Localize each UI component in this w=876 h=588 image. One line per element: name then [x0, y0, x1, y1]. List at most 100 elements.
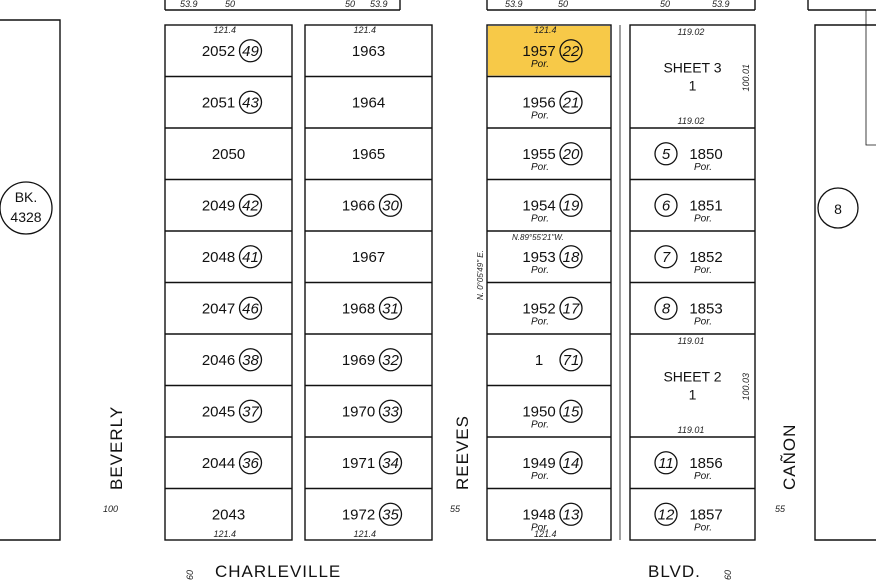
top-dim-2: 50 — [225, 0, 235, 9]
sheet-number: 1 — [689, 387, 697, 403]
lot-number-circle — [559, 39, 583, 63]
block-width-bottom: 121.4 — [214, 529, 237, 539]
parcel-number[interactable]: 1956 — [522, 94, 555, 111]
lot-number: 33 — [382, 403, 399, 420]
parcel-number[interactable]: 2046 — [202, 352, 235, 369]
parcel-number[interactable]: 1949 — [522, 455, 555, 472]
portion-label: Por. — [531, 522, 549, 533]
portion-label: Por. — [531, 265, 549, 276]
parcel-number[interactable]: 1967 — [352, 249, 385, 266]
lot-number-circle — [559, 399, 583, 423]
parcel-number[interactable]: 1972 — [342, 506, 375, 523]
parcel-number[interactable]: 2052 — [202, 43, 235, 60]
lot-number-circle — [238, 39, 263, 63]
portion-label: Por. — [694, 316, 712, 327]
sheet-dim-side: 100.03 — [741, 373, 751, 401]
parcel-number[interactable]: 1965 — [352, 146, 385, 163]
lot-number-circle — [654, 451, 678, 475]
lot-number-circle — [654, 245, 678, 269]
sheet-label[interactable]: SHEET 3 — [663, 60, 721, 76]
lot-number: 20 — [562, 146, 580, 163]
portion-label: Por. — [531, 110, 549, 121]
parcel-number[interactable]: 2049 — [202, 197, 235, 214]
portion-label: Por. — [531, 213, 549, 224]
lot-number: 42 — [242, 197, 259, 214]
parcel-number[interactable]: 1851 — [689, 197, 722, 214]
lot-number-circle — [378, 502, 403, 526]
lot-number: 12 — [658, 506, 675, 523]
sheet-label[interactable]: SHEET 2 — [663, 369, 721, 385]
lot-number: 13 — [563, 506, 580, 523]
lot-number-circle — [238, 245, 263, 269]
parcel-number[interactable]: 1853 — [689, 300, 722, 317]
parcel-number[interactable]: 1970 — [342, 403, 375, 420]
lot-number: 22 — [562, 43, 580, 60]
parcel-number[interactable]: 2051 — [202, 94, 235, 111]
parcel-number[interactable]: 1964 — [352, 94, 385, 111]
portion-label: Por. — [531, 162, 549, 173]
parcel-number[interactable]: 1966 — [342, 197, 375, 214]
lot-number-circle — [559, 348, 583, 372]
charleville-width-left: 60 — [185, 570, 195, 580]
lot-number: 32 — [382, 352, 399, 369]
lot-number: 21 — [562, 94, 580, 111]
parcel-number[interactable]: 1852 — [689, 249, 722, 266]
lot-number-circle — [238, 193, 263, 217]
parcel-number[interactable]: 1963 — [352, 43, 385, 60]
parcel-number[interactable]: 1857 — [689, 506, 722, 523]
parcel-number[interactable]: 2043 — [212, 506, 245, 523]
lot-number-circle — [559, 502, 583, 526]
lot-number: 34 — [382, 455, 399, 472]
parcel-number[interactable]: 1971 — [342, 455, 375, 472]
parcel-number[interactable]: 1950 — [522, 403, 555, 420]
block-width-top: 121.4 — [354, 25, 377, 35]
lot-number-circle — [238, 451, 263, 475]
parcel-number[interactable]: 1955 — [522, 146, 555, 163]
parcel-number[interactable]: 2045 — [202, 403, 235, 420]
lot-number-circle — [559, 296, 583, 320]
street-beverly: BEVERLY — [107, 406, 126, 490]
portion-label: Por. — [531, 316, 549, 327]
lot-number: 15 — [563, 403, 580, 420]
parcel-number[interactable]: 2048 — [202, 249, 235, 266]
parcel-number[interactable]: 1969 — [342, 352, 375, 369]
parcel-number[interactable]: 2047 — [202, 300, 235, 317]
parcel-number[interactable]: 2050 — [212, 146, 245, 163]
book-number-8: 8 — [834, 201, 842, 217]
top-dim-3: 50 — [345, 0, 355, 9]
reeves-width: 55 — [450, 504, 461, 514]
parcel-number[interactable]: 1952 — [522, 300, 555, 317]
lot-number-circle — [378, 296, 403, 320]
portion-label: Por. — [694, 522, 712, 533]
lot-number-circle — [378, 399, 403, 423]
lot-number: 6 — [662, 197, 671, 214]
parcel-number[interactable]: 1968 — [342, 300, 375, 317]
charleville-width-right: 60 — [723, 570, 733, 580]
portion-label: Por. — [531, 471, 549, 482]
top-dim-8: 53.9 — [712, 0, 730, 9]
top-dim-1: 53.9 — [180, 0, 198, 9]
parcel-number[interactable]: 1 — [535, 352, 543, 369]
lot-number-circle — [238, 90, 263, 114]
bearing-north: N. 0°05'49" E. — [476, 250, 485, 300]
highlighted-parcel[interactable] — [488, 26, 610, 76]
lot-number: 30 — [382, 197, 399, 214]
lot-number: 7 — [662, 249, 671, 266]
parcel-number[interactable]: 2044 — [202, 455, 235, 472]
lot-number: 49 — [242, 43, 259, 60]
block-width-bottom: 121.4 — [534, 529, 557, 539]
parcel-number[interactable]: 1953 — [522, 249, 555, 266]
lot-number: 8 — [662, 300, 671, 317]
parcel-number[interactable]: 1957 — [522, 43, 555, 60]
parcel-number[interactable]: 1954 — [522, 197, 555, 214]
lot-number-circle — [238, 348, 263, 372]
parcel-number[interactable]: 1856 — [689, 455, 722, 472]
lot-number-circle — [238, 399, 263, 423]
sheet-dim-bottom: 119.01 — [678, 425, 705, 435]
parcel-number[interactable]: 1850 — [689, 146, 722, 163]
parcel-number[interactable]: 1948 — [522, 506, 555, 523]
portion-label: Por. — [531, 59, 549, 70]
